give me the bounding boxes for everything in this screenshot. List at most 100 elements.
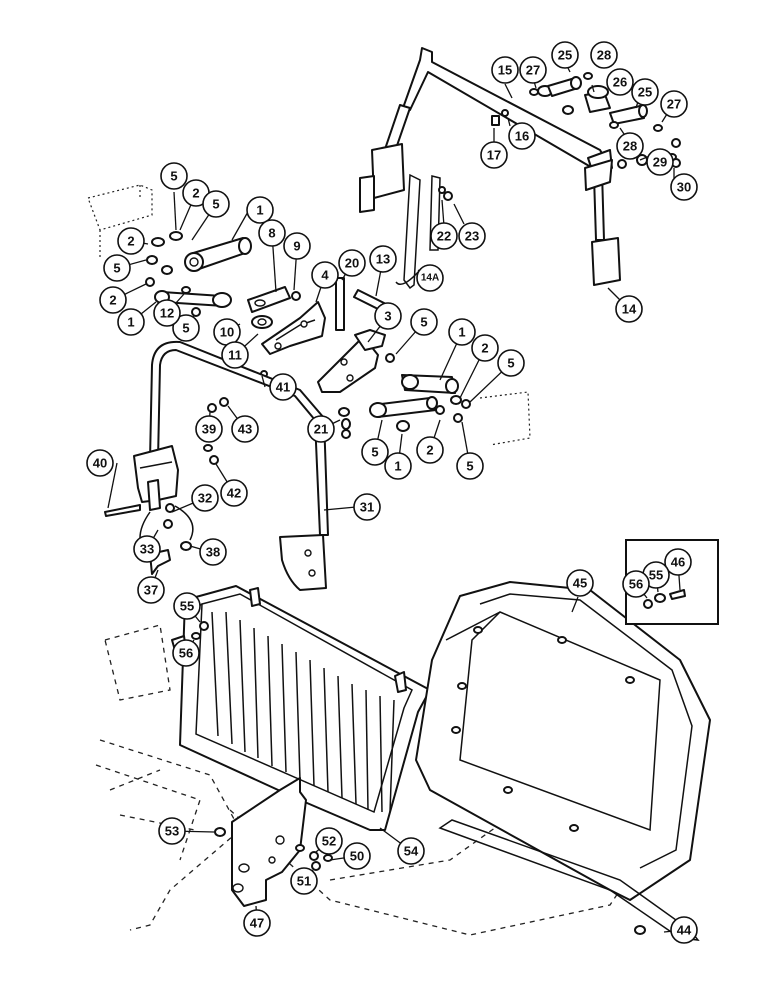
callout-32: 32 xyxy=(191,484,219,512)
svg-text:23: 23 xyxy=(465,229,479,244)
callout-30: 30 xyxy=(670,173,698,201)
svg-text:14A: 14A xyxy=(421,273,439,284)
callout-9: 9 xyxy=(283,232,311,260)
svg-text:9: 9 xyxy=(293,239,300,254)
callout-38: 38 xyxy=(199,538,227,566)
callouts: 1 1 1 1 2 2 2 2 2 3 4 5 5 5 5 5 5 5 5 8 … xyxy=(86,41,698,944)
svg-text:1: 1 xyxy=(127,315,134,330)
svg-text:55: 55 xyxy=(649,568,663,583)
svg-text:2: 2 xyxy=(109,293,116,308)
callout-29: 29 xyxy=(646,148,674,176)
svg-text:54: 54 xyxy=(404,844,419,859)
bracket-4 xyxy=(261,301,326,355)
callout-1: 1 xyxy=(117,308,145,336)
svg-text:44: 44 xyxy=(677,923,692,938)
svg-text:5: 5 xyxy=(466,459,473,474)
bushing-stack-25-28 xyxy=(438,72,681,201)
grille-louvers xyxy=(211,611,395,813)
upper-arm-assembly xyxy=(359,47,681,290)
callout-10: 10 xyxy=(213,318,241,346)
svg-text:5: 5 xyxy=(420,315,427,330)
svg-text:43: 43 xyxy=(238,422,252,437)
callout-16: 16 xyxy=(508,122,536,150)
svg-text:5: 5 xyxy=(182,321,189,336)
svg-text:20: 20 xyxy=(345,256,359,271)
callout-55: 55 xyxy=(173,592,201,620)
svg-text:5: 5 xyxy=(212,197,219,212)
hood-mounting-studs xyxy=(451,626,635,832)
svg-text:52: 52 xyxy=(322,834,336,849)
callout-3: 3 xyxy=(374,302,402,330)
svg-text:1: 1 xyxy=(256,203,263,218)
svg-text:22: 22 xyxy=(437,229,451,244)
svg-text:1: 1 xyxy=(394,459,401,474)
callout-45: 45 xyxy=(566,569,594,597)
svg-text:4: 4 xyxy=(321,268,329,283)
svg-text:3: 3 xyxy=(384,309,391,324)
svg-text:13: 13 xyxy=(376,252,390,267)
svg-text:2: 2 xyxy=(426,443,433,458)
callout-1: 1 xyxy=(384,452,412,480)
radiator-grille-54 xyxy=(171,585,431,907)
callout-41: 41 xyxy=(269,373,297,401)
callout-5: 5 xyxy=(172,314,200,342)
svg-text:39: 39 xyxy=(202,422,216,437)
svg-text:25: 25 xyxy=(558,48,572,63)
callout-5: 5 xyxy=(202,190,230,218)
svg-text:15: 15 xyxy=(498,63,512,78)
callout-37: 37 xyxy=(137,576,165,604)
svg-text:45: 45 xyxy=(573,576,587,591)
bracket-33 xyxy=(133,445,179,503)
callout-40: 40 xyxy=(86,449,114,477)
callout-23: 23 xyxy=(458,222,486,250)
svg-text:12: 12 xyxy=(160,306,174,321)
callout-53: 53 xyxy=(158,817,186,845)
bracket-47 xyxy=(231,777,307,907)
svg-text:38: 38 xyxy=(206,545,220,560)
svg-text:5: 5 xyxy=(507,356,514,371)
pedal-pad-14 xyxy=(591,237,621,286)
svg-text:1: 1 xyxy=(458,325,465,340)
callout-44: 44 xyxy=(670,916,698,944)
svg-text:2: 2 xyxy=(192,186,199,201)
callout-54: 54 xyxy=(397,837,425,865)
svg-text:55: 55 xyxy=(180,599,194,614)
callout-11: 11 xyxy=(221,341,249,369)
svg-text:32: 32 xyxy=(198,491,212,506)
svg-text:41: 41 xyxy=(276,380,290,395)
svg-text:5: 5 xyxy=(371,445,378,460)
svg-text:53: 53 xyxy=(165,824,179,839)
svg-text:14: 14 xyxy=(622,302,637,317)
callout-15: 15 xyxy=(491,56,519,84)
mount-plate-left xyxy=(371,143,405,199)
hood-frame-45 xyxy=(415,581,711,941)
callout-31: 31 xyxy=(353,493,381,521)
callout-25: 25 xyxy=(551,41,579,69)
svg-text:25: 25 xyxy=(638,85,652,100)
callout-39: 39 xyxy=(195,415,223,443)
svg-text:2: 2 xyxy=(481,341,488,356)
svg-text:26: 26 xyxy=(613,75,627,90)
callout-4: 4 xyxy=(311,261,339,289)
callout-28: 28 xyxy=(616,132,644,160)
callout-5: 5 xyxy=(361,438,389,466)
svg-text:29: 29 xyxy=(653,155,667,170)
callout-21: 21 xyxy=(307,415,335,443)
callout-46: 46 xyxy=(664,548,692,576)
callout-25: 25 xyxy=(631,78,659,106)
svg-text:28: 28 xyxy=(623,139,637,154)
callout-27: 27 xyxy=(519,56,547,84)
callout-1: 1 xyxy=(246,196,274,224)
callout-22: 22 xyxy=(430,222,458,250)
callout-5: 5 xyxy=(160,162,188,190)
svg-text:16: 16 xyxy=(515,129,529,144)
svg-text:31: 31 xyxy=(360,500,374,515)
callout-42: 42 xyxy=(220,479,248,507)
svg-text:37: 37 xyxy=(144,583,158,598)
left-linkage-assembly xyxy=(145,231,326,355)
svg-text:8: 8 xyxy=(268,226,275,241)
callout-12: 12 xyxy=(153,299,181,327)
svg-text:27: 27 xyxy=(667,97,681,112)
svg-text:56: 56 xyxy=(629,577,643,592)
callout-27: 27 xyxy=(660,90,688,118)
